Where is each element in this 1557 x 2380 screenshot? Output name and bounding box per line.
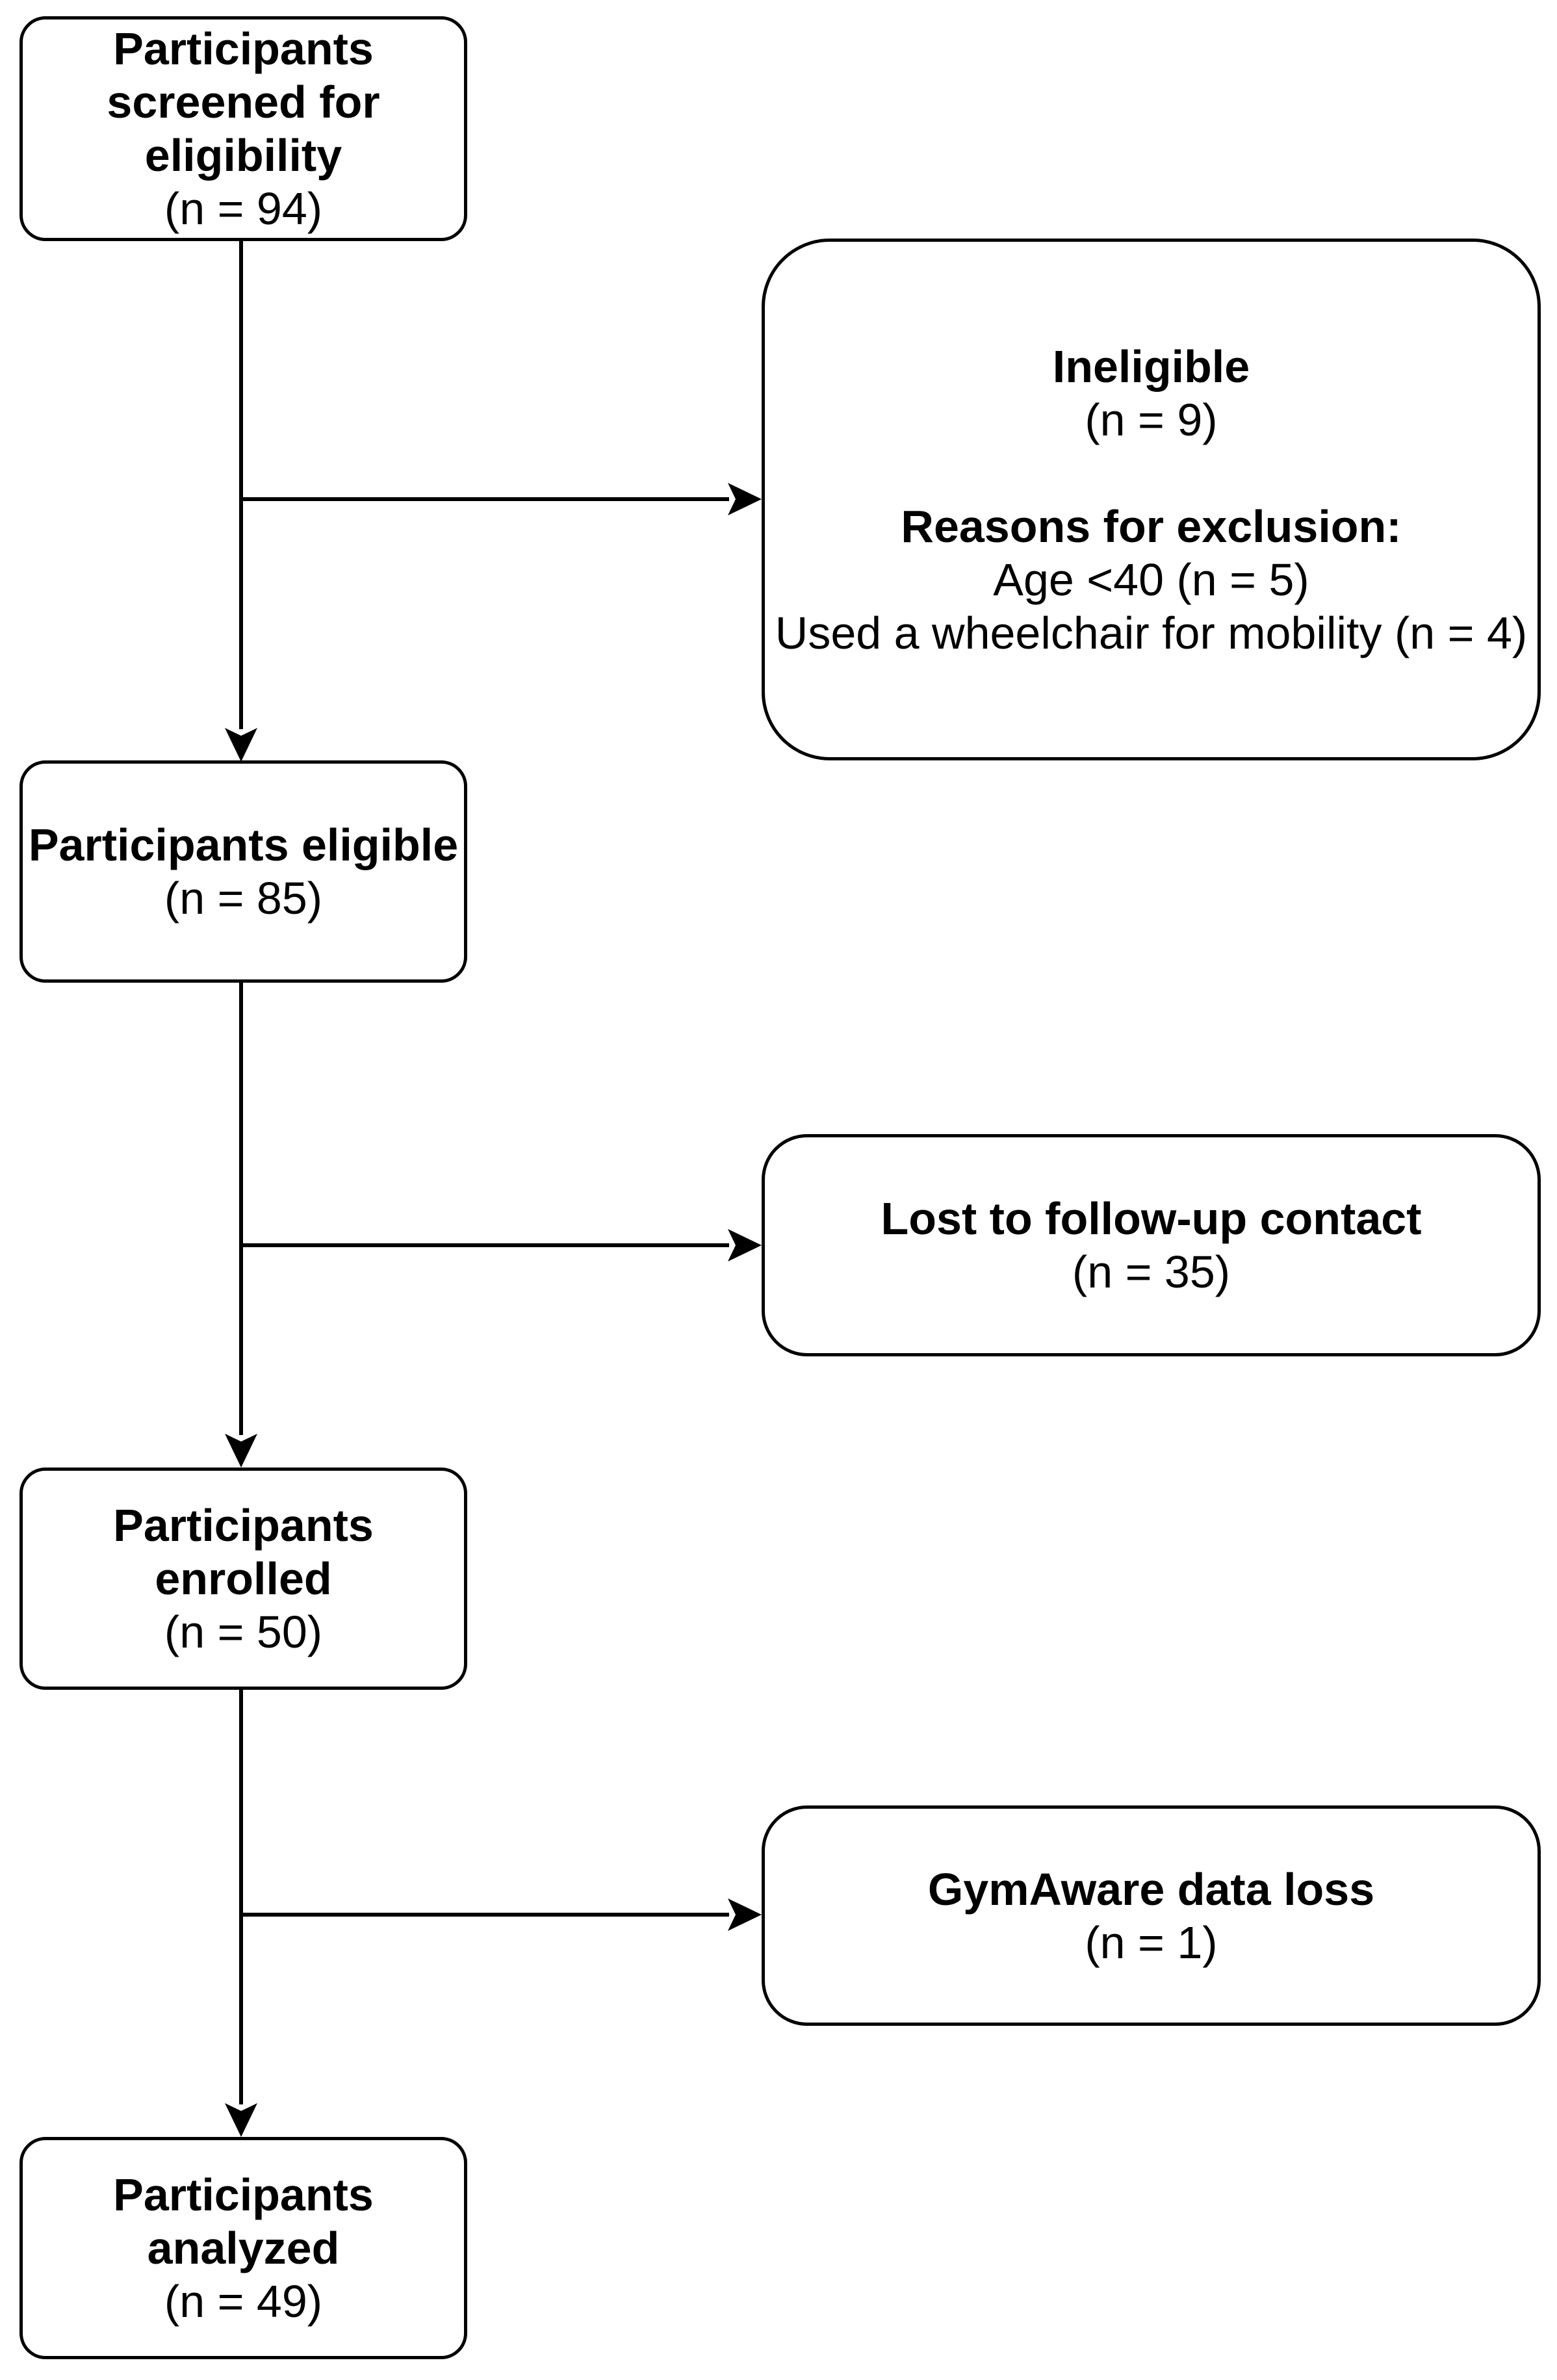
reason-item: Age <40 (n = 5): [993, 554, 1309, 605]
box-title-line: Lost to follow-up contact: [881, 1193, 1422, 1244]
down-arrowhead-icon: [225, 1434, 259, 1468]
box-title-line: GymAware data loss: [927, 1863, 1375, 1915]
lost-to-followup-box: Lost to follow-up contact (n = 35): [762, 1134, 1541, 1356]
reason-item: Used a wheelchair for mobility (n = 4): [775, 607, 1528, 658]
right-arrowhead-icon: [728, 1898, 762, 1932]
box-title-line: Ineligible: [1052, 341, 1250, 392]
box-count: (n = 85): [164, 873, 323, 924]
right-arrowhead-icon: [728, 483, 762, 517]
right-arrowhead-icon: [728, 1229, 762, 1263]
box-title-line: screened for: [107, 77, 380, 127]
box-title-line: Participants: [113, 1500, 374, 1551]
flow-line-enrolled-to-analyzed: [239, 1690, 243, 2104]
branch-line-to-lost-to-followup: [241, 1243, 729, 1247]
reasons-heading: Reasons for exclusion:: [901, 500, 1402, 552]
gymaware-data-loss-box: GymAware data loss (n = 1): [762, 1805, 1541, 2026]
box-title-line: Participants: [113, 2169, 374, 2220]
screened-box: Participants screened for eligibility (n…: [19, 16, 467, 241]
ineligible-box: Ineligible (n = 9) Reasons for exclusion…: [762, 239, 1541, 760]
box-count: (n = 35): [1072, 1247, 1231, 1297]
box-title-line: Participants: [113, 23, 374, 74]
flow-line-eligible-to-enrolled: [239, 983, 243, 1435]
box-title-line: Participants eligible: [28, 820, 459, 870]
down-arrowhead-icon: [225, 728, 259, 762]
box-title-line: eligibility: [144, 130, 342, 181]
eligible-box: Participants eligible (n = 85): [19, 760, 467, 983]
branch-line-to-ineligible: [241, 497, 729, 501]
box-count: (n = 50): [164, 1607, 323, 1657]
branch-line-to-gymaware-loss: [241, 1913, 729, 1917]
box-count: (n = 9): [1085, 394, 1218, 445]
box-count: (n = 49): [164, 2276, 323, 2327]
enrolled-box: Participants enrolled (n = 50): [19, 1468, 467, 1690]
box-title-line: enrolled: [155, 1553, 332, 1604]
flow-line-screened-to-eligible: [239, 241, 243, 729]
box-count: (n = 94): [164, 183, 323, 234]
box-count: (n = 1): [1085, 1917, 1218, 1968]
analyzed-box: Participants analyzed (n = 49): [19, 2137, 467, 2359]
down-arrowhead-icon: [225, 2103, 259, 2137]
box-title-line: analyzed: [147, 2223, 340, 2273]
